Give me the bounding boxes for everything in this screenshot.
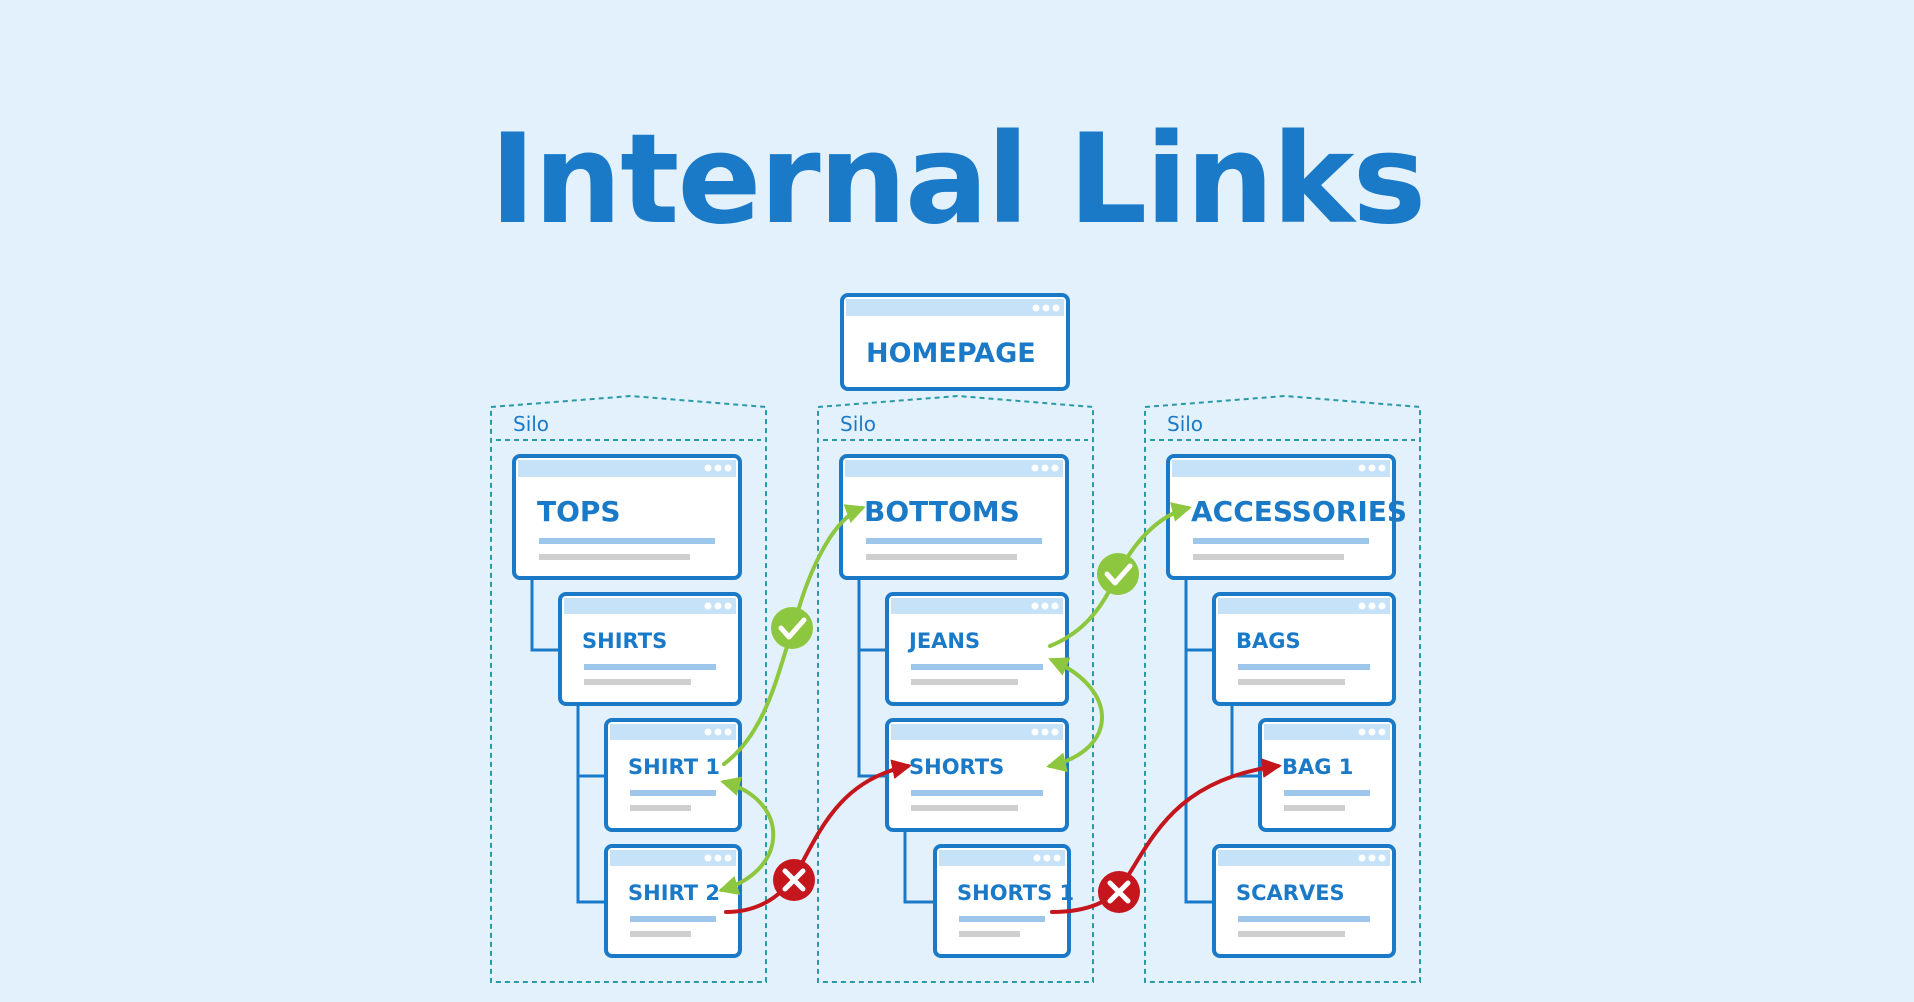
category-card-bottoms: BOTTOMS <box>839 454 1069 580</box>
subcategory-card-bags: BAGS <box>1212 592 1396 706</box>
subcategory-card-jeans: JEANS <box>885 592 1069 706</box>
page-title: Internal Links <box>489 108 1427 252</box>
page-label: SHORTS <box>909 755 1004 779</box>
silo-label: Silo <box>1167 412 1203 436</box>
page-card-shirt-1: SHIRT 1 <box>604 718 742 832</box>
subcategory-card-shirts: SHIRTS <box>558 592 742 706</box>
page-label: SHORTS 1 <box>957 881 1074 905</box>
page-card-scarves: SCARVES <box>1212 844 1396 958</box>
silo-frame-3: Silo <box>1144 394 1421 983</box>
cross-icon <box>773 859 815 901</box>
category-card-accessories: ACCESSORIES <box>1166 454 1407 580</box>
category-label: TOPS <box>537 495 621 528</box>
category-label: ACCESSORIES <box>1191 495 1407 528</box>
homepage-card: HOMEPAGE <box>840 293 1070 391</box>
page-label: BAG 1 <box>1282 755 1353 779</box>
subcategory-label: BAGS <box>1236 629 1301 653</box>
silo-frame-2: Silo <box>817 394 1094 983</box>
silo-frame-1: Silo <box>490 394 767 983</box>
silo-label: Silo <box>513 412 549 436</box>
silo-label: Silo <box>840 412 876 436</box>
subcategory-label: JEANS <box>907 629 980 653</box>
homepage-label: HOMEPAGE <box>866 338 1036 369</box>
page-card-shorts: SHORTS <box>885 718 1069 832</box>
page-card-shorts-1: SHORTS 1 <box>933 844 1074 958</box>
check-icon <box>771 607 813 649</box>
page-card-bag-1: BAG 1 <box>1258 718 1396 832</box>
cross-icon <box>1098 871 1140 913</box>
category-label: BOTTOMS <box>864 495 1020 528</box>
page-card-shirt-2: SHIRT 2 <box>604 844 742 958</box>
page-label: SHIRT 1 <box>628 755 720 779</box>
page-label: SHIRT 2 <box>628 881 720 905</box>
link-shirt2-to-shirt1 <box>718 776 776 896</box>
category-card-tops: TOPS <box>512 454 742 580</box>
check-icon <box>1097 553 1139 595</box>
subcategory-label: SHIRTS <box>582 629 667 653</box>
link-jeans-to-shorts <box>1046 657 1104 773</box>
link-shorts1-to-bag1 <box>1050 758 1282 914</box>
page-label: SCARVES <box>1236 881 1345 905</box>
